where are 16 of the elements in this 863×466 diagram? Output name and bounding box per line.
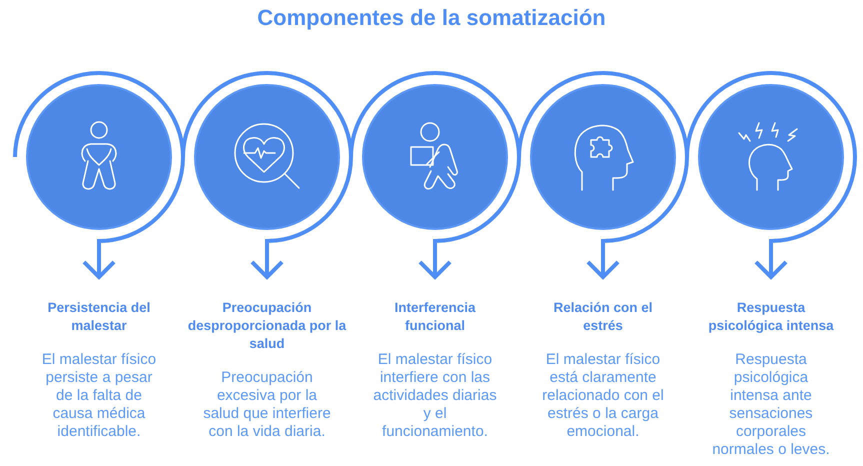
step-heading: Preocupación desproporcionada por la salud <box>186 299 348 353</box>
arrow <box>82 243 116 279</box>
step-heading: Respuesta psicológica intensa <box>707 299 835 335</box>
step-heading: Persistencia del malestar <box>46 299 152 335</box>
arrow <box>418 243 452 279</box>
step-heading: Interferencia funcional <box>393 299 477 335</box>
arrow <box>754 243 788 279</box>
step-description: El malestar físico persiste a pesar de la falta de causa médica identificable. <box>40 351 158 441</box>
step-description: El malestar físico interfiere con las actividades diarias y el funcionamiento. <box>372 351 498 441</box>
arrow <box>250 243 284 279</box>
step-description: Respuesta psicológica intensa ante sensaciones corporales normales o leves. <box>711 351 831 459</box>
arrow <box>586 243 620 279</box>
step-description: El malestar físico está claramente relacionado con el estrés o la carga emocional. <box>541 351 665 441</box>
title: Componentes de la somatización <box>257 4 606 32</box>
step-heading: Relación con el estrés <box>552 299 654 335</box>
step-description: Preocupación excesiva por la salud que interfiere con la vida diaria. <box>202 369 332 441</box>
